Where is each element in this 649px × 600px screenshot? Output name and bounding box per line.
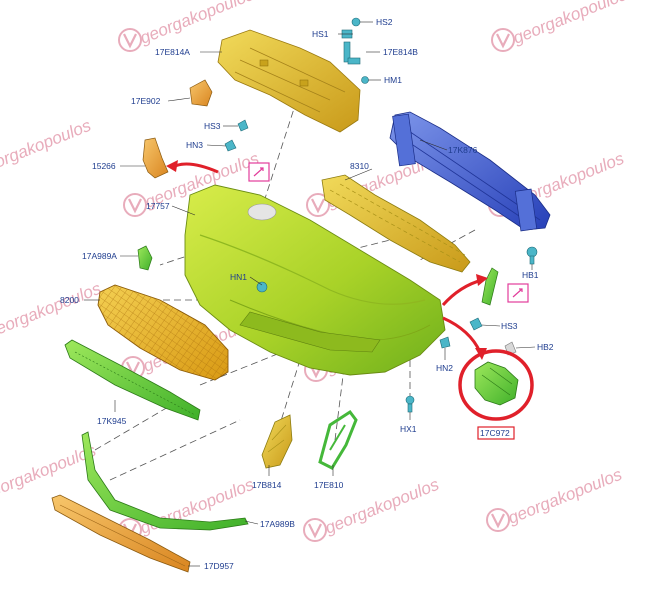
callout-box-right xyxy=(507,283,529,303)
label-hb1: HB1 xyxy=(522,270,539,280)
part-17B814-fog-cover xyxy=(261,414,293,469)
label-17A989A: 17A989A xyxy=(82,251,117,261)
label-box-17C972 xyxy=(477,426,515,440)
watermark-text: georgakopoulos xyxy=(0,116,94,179)
label-17D957: 17D957 xyxy=(204,561,234,571)
red-callouts xyxy=(166,160,534,421)
label-17E814B: 17E814B xyxy=(383,47,418,57)
part-17E902-bracket xyxy=(189,79,213,107)
part-17E814A-upper-bracket xyxy=(217,29,361,133)
watermark-text: georgakopoulos xyxy=(0,279,104,342)
leader-lines xyxy=(84,21,536,567)
label-17K945: 17K945 xyxy=(97,416,127,426)
label-8200: 8200 xyxy=(60,295,79,305)
label-hn2: HN2 xyxy=(436,363,453,373)
part-17D957-spoiler xyxy=(51,494,191,573)
part-side-strip xyxy=(481,267,499,306)
label-17K876: 17K876 xyxy=(448,145,478,155)
label-hb2: HB2 xyxy=(537,342,554,352)
part-8200-grille xyxy=(97,284,229,381)
label-17A989B: 17A989B xyxy=(260,519,295,529)
part-labels: HS2 HS1 17E814A 17E814B HM1 17E902 HS3 H… xyxy=(60,17,554,571)
label-hs3-right: HS3 xyxy=(501,321,518,331)
label-hx1: HX1 xyxy=(400,424,417,434)
callout-box-left xyxy=(248,162,270,182)
highlight-circle xyxy=(458,349,534,421)
part-17E810-fog-cover xyxy=(318,409,358,470)
part-17757-bumper-cover xyxy=(184,184,446,376)
fastener-HS3-right xyxy=(469,317,483,331)
label-hn1: HN1 xyxy=(230,272,247,282)
clip-HB1 xyxy=(526,246,538,265)
watermark-text: georgakopoulos xyxy=(510,0,630,48)
label-17E814A: 17E814A xyxy=(155,47,190,57)
clip-HS1-HS2 xyxy=(341,17,369,84)
part-17A989B-lower-strip xyxy=(81,431,249,531)
part-17A989A-clip xyxy=(137,245,153,271)
watermark-text: georgakopoulos xyxy=(505,465,625,528)
label-hm1: HM1 xyxy=(384,75,402,85)
part-17K945-lower-strip xyxy=(64,339,201,421)
label-17C972: 17C972 xyxy=(480,428,510,438)
label-8310: 8310 xyxy=(350,161,369,171)
label-hs3-top: HS3 xyxy=(204,121,221,131)
fastener-HX1 xyxy=(405,395,415,413)
label-17757: 17757 xyxy=(146,201,170,211)
fastener-HS3-HN3 xyxy=(224,119,249,152)
red-arrow-right-upper xyxy=(441,278,483,307)
fastener-HN2 xyxy=(439,336,451,349)
part-15266-bracket xyxy=(142,137,169,179)
part-17K876-bumper-beam xyxy=(389,111,551,232)
label-hs2: HS2 xyxy=(376,17,393,27)
label-17E902: 17E902 xyxy=(131,96,161,106)
label-15266: 15266 xyxy=(92,161,116,171)
red-arrow-left xyxy=(174,162,219,174)
label-17E810: 17E810 xyxy=(314,480,344,490)
part-17C972-bracket xyxy=(474,361,519,406)
label-hs1: HS1 xyxy=(312,29,329,39)
label-hn3: HN3 xyxy=(186,140,203,150)
label-17B814: 17B814 xyxy=(252,480,282,490)
part-8310-absorber xyxy=(321,174,471,273)
